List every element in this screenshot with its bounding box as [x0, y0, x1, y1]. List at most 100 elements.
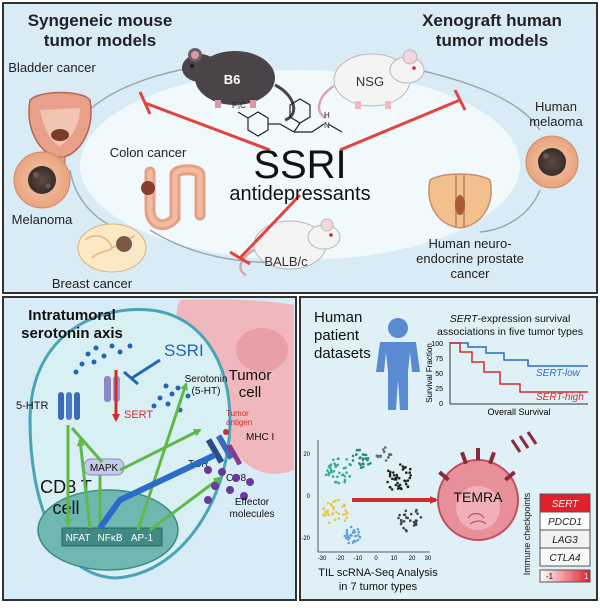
tsne-dot	[336, 457, 340, 461]
cf3-label: F₃C	[232, 101, 246, 110]
tsne-xtick: 10	[391, 556, 398, 562]
tsne-dot	[399, 486, 402, 490]
tumor-antigen-label-line-1: Tumor	[226, 409, 249, 418]
tcr-signal-arrow	[97, 452, 217, 530]
right-panel-title-line-2: patient	[314, 327, 360, 344]
tsne-dot	[326, 469, 329, 472]
tsne-dot	[361, 465, 365, 469]
tsne-dot	[409, 467, 412, 471]
tsne-dot	[337, 517, 341, 520]
tsne-dot	[404, 528, 408, 532]
gene-pdcd1: PDCD1	[548, 517, 582, 528]
tsne-dot	[376, 455, 380, 459]
tumor-cell-label-line-2: cell	[239, 384, 262, 401]
tsne-dot	[362, 457, 365, 461]
tsne-dot	[384, 446, 387, 449]
tsne-dot	[347, 541, 351, 545]
tsne-dot	[361, 453, 365, 456]
survival-title-gene: SERT	[450, 313, 479, 325]
tsne-dot	[409, 474, 412, 477]
km-ytick-25: 25	[435, 386, 443, 393]
scale-min-label: -1	[546, 572, 554, 581]
tsne-dot	[327, 471, 331, 475]
tsne-dot	[345, 458, 349, 461]
tsne-dot	[394, 476, 398, 480]
n-label: N	[324, 121, 330, 130]
tsne-dot	[334, 499, 338, 502]
tsne-dots	[322, 446, 423, 545]
tsne-dot	[351, 459, 355, 462]
tumor-cell-nucleus	[236, 328, 288, 372]
checkpoints-label: Immune checkpoints	[522, 492, 532, 575]
survival-title-rest: -expression survival	[478, 313, 571, 325]
tsne-dot	[364, 453, 368, 457]
tsne-dot	[355, 448, 359, 452]
tsne-dot	[392, 474, 396, 477]
ssri-structure	[237, 98, 343, 137]
tsne-dot	[384, 459, 388, 462]
tsne-xtick: -10	[354, 556, 363, 562]
tsne-dot	[358, 448, 362, 452]
tsne-dot	[387, 469, 390, 473]
htr-label: 5-HTR	[16, 400, 48, 412]
htr-receptor	[58, 392, 80, 420]
tsne-dot	[396, 487, 400, 490]
tsne-dot	[333, 518, 337, 521]
tsne-dot	[414, 523, 418, 526]
tsne-dot	[359, 463, 363, 467]
tsne-dot	[351, 454, 355, 458]
tsne-dot	[326, 510, 329, 514]
right-panel-title-line-3: datasets	[314, 345, 371, 362]
tsne-dot	[344, 512, 348, 516]
prostate-illustration	[428, 173, 492, 229]
tumor-antigen-label-line-2: antigen	[226, 418, 252, 427]
tsne-dot	[348, 536, 351, 540]
tsne-xticks: -30 -20 -10 0 10 20 30	[318, 556, 432, 562]
melanoma-illustration	[13, 151, 71, 209]
tsne-dot	[332, 458, 335, 462]
human-melanoma-illustration	[525, 135, 579, 189]
receptor-marks	[510, 431, 538, 453]
ap1-label: AP-1	[131, 533, 154, 544]
tsne-dot	[402, 520, 406, 523]
tsne-dot	[405, 516, 408, 519]
tsne-dot	[395, 473, 399, 477]
tsne-dot	[329, 463, 333, 467]
tsne-ytick-neg20: -20	[301, 536, 310, 542]
nh-label: H	[324, 111, 330, 120]
tsne-dot	[328, 521, 331, 524]
tsne-dot	[324, 473, 328, 477]
left-panel-title-line-2: serotonin axis	[21, 325, 123, 342]
tsne-dot	[416, 512, 419, 516]
cd8t-label-line-1: CD8 T	[40, 477, 92, 497]
tsne-dot	[330, 504, 333, 507]
tsne-dot	[359, 466, 363, 470]
tsne-dot	[382, 448, 385, 451]
human-melanoma-label-line-2: melaoma	[529, 114, 583, 129]
ssri-label: SSRI	[164, 341, 204, 360]
km-ylabel: Survival Fraction	[425, 343, 434, 403]
melanoma-label: Melanoma	[12, 212, 73, 227]
tsne-xtick: -30	[318, 556, 327, 562]
gene-sert: SERT	[552, 499, 579, 510]
tsne-dot	[364, 457, 368, 460]
tsne-dot	[342, 513, 345, 516]
km-sert-high-label: SERT-high	[536, 392, 584, 403]
activation-arrows	[64, 382, 222, 532]
tsne-ytick-20: 20	[303, 452, 310, 458]
tsne-dot	[332, 505, 335, 509]
tsne-dot	[406, 479, 410, 482]
survival-title-line-2: associations in five tumor types	[437, 326, 583, 338]
tsne-dot	[356, 538, 360, 542]
tsne-dot	[403, 479, 406, 483]
tsne-caption-line-2: in 7 tumor types	[339, 581, 418, 593]
ssri-subtitle: antidepressants	[229, 183, 370, 205]
tsne-dot	[323, 510, 327, 514]
tsne-dot	[343, 534, 347, 538]
tsne-dot	[337, 498, 341, 502]
tsne-dot	[332, 470, 336, 473]
tsne-dot	[342, 503, 346, 506]
km-ytick-0: 0	[439, 401, 443, 408]
human-silhouette	[376, 318, 420, 410]
